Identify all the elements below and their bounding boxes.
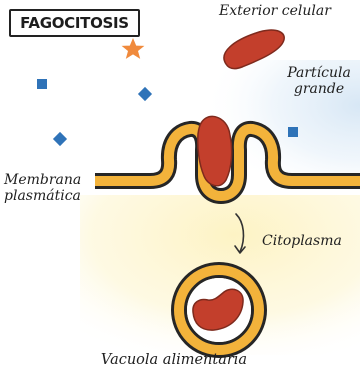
diagram-title: FAGOCITOSIS bbox=[20, 16, 129, 31]
square-marker-icon bbox=[288, 127, 298, 137]
label-cytoplasm: Citoplasma bbox=[262, 233, 342, 249]
label-vacuole: Vacuola alimentaria bbox=[101, 352, 247, 369]
label-particle: Partícula grande bbox=[281, 65, 357, 97]
star-icon bbox=[122, 38, 145, 59]
label-exterior: Exterior celular bbox=[219, 3, 331, 19]
label-particle-line2: grande bbox=[281, 81, 357, 97]
label-particle-line1: Partícula bbox=[281, 65, 357, 81]
square-marker-icon bbox=[37, 79, 47, 89]
label-membrane-line1: Membrana bbox=[4, 172, 81, 188]
diamond-marker-icon bbox=[53, 132, 67, 146]
diamond-marker-icon bbox=[138, 87, 152, 101]
label-membrane-line2: plasmática bbox=[4, 188, 81, 204]
title-box: FAGOCITOSIS bbox=[9, 9, 140, 37]
label-membrane: Membrana plasmática bbox=[4, 172, 81, 204]
